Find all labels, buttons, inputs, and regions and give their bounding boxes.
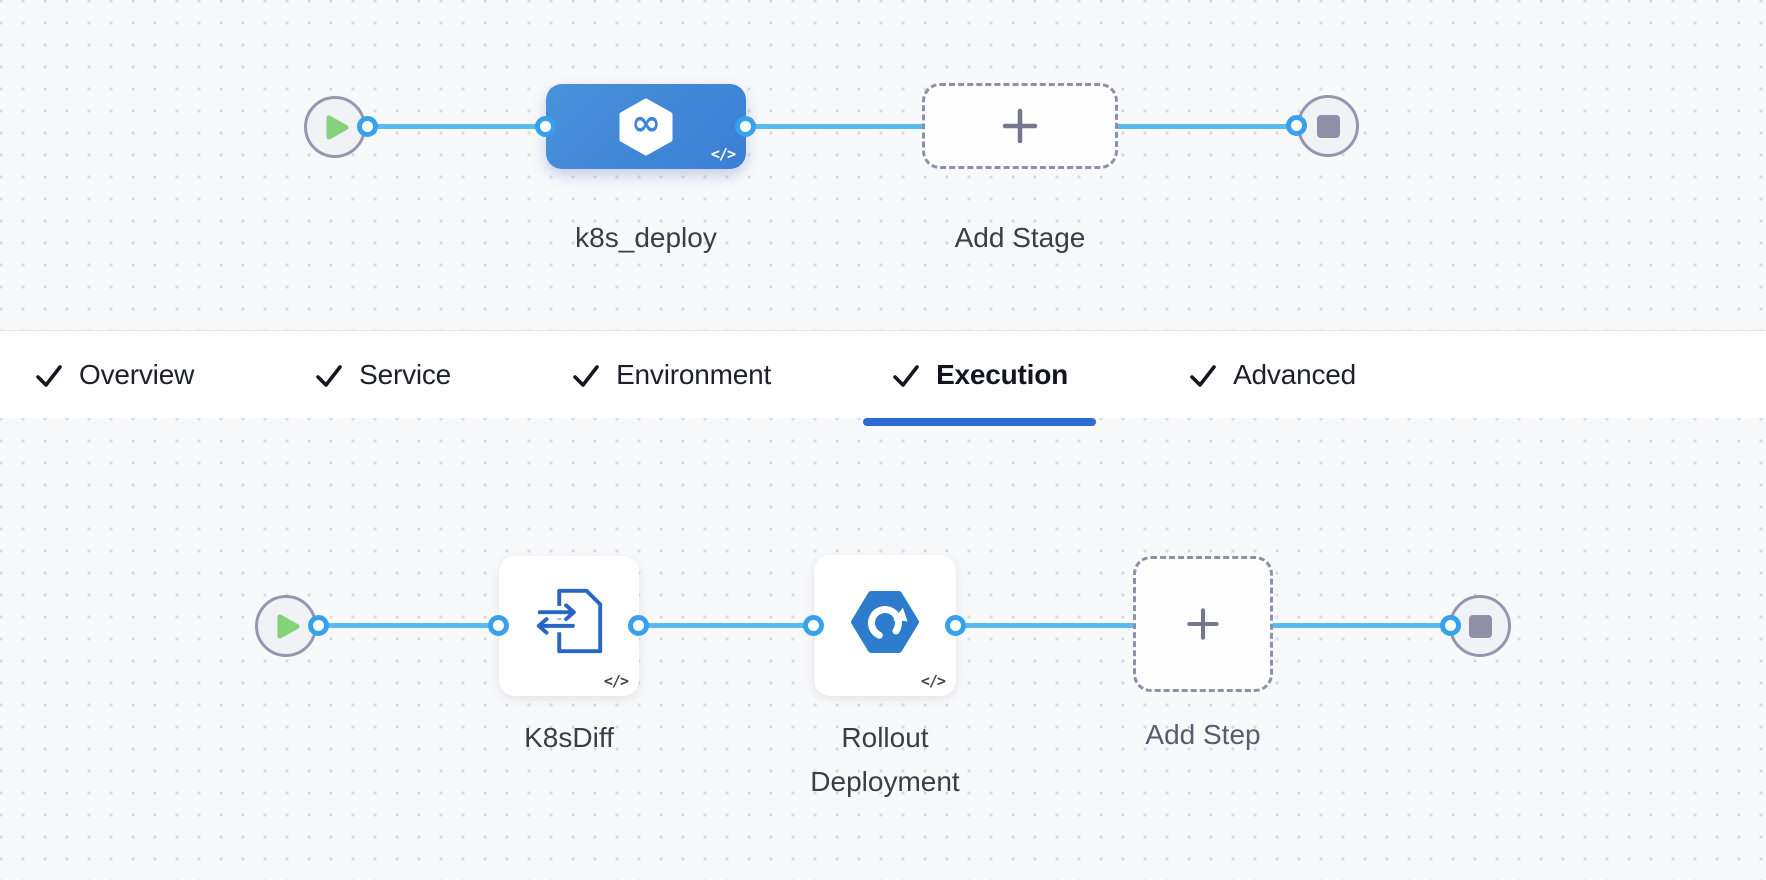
tab-label: Overview <box>79 358 195 390</box>
step-name-label: Rollout Deployment <box>810 722 960 797</box>
tab-overview[interactable]: Overview <box>4 331 224 418</box>
connector-k8sdiff-in[interactable] <box>488 615 509 636</box>
check-icon <box>1190 364 1216 387</box>
rollout-deployment-icon <box>851 590 919 653</box>
stop-icon <box>1316 114 1340 138</box>
step-node-k8sdiff[interactable]: </> <box>499 556 639 696</box>
play-icon <box>277 613 300 639</box>
check-icon <box>893 364 919 387</box>
tab-environment[interactable]: Environment <box>541 331 801 418</box>
step-name-label: K8sDiff <box>524 722 614 753</box>
add-step-button[interactable] <box>1133 556 1273 692</box>
pipeline-start-node[interactable] <box>304 96 366 158</box>
connector-rollout-out[interactable] <box>945 615 966 636</box>
play-icon <box>326 114 349 140</box>
connector-end-in[interactable] <box>1286 115 1307 136</box>
code-icon: </> <box>710 145 736 163</box>
tab-service[interactable]: Service <box>284 331 481 418</box>
stage-config-tabbar: Overview Service Environment Execution A… <box>0 330 1766 426</box>
stage-node-k8s-deploy[interactable]: ∞ </> <box>546 84 746 169</box>
tab-execution[interactable]: Execution <box>861 331 1098 426</box>
stage-name-label: k8s_deploy <box>575 222 717 253</box>
stage-pipeline-edge <box>335 124 1328 129</box>
execution-steps-canvas: </> </> K8sDiff Rollout Deployment Add S… <box>0 418 1766 880</box>
connector-stage-out[interactable] <box>735 116 756 137</box>
connector-stage-in[interactable] <box>535 116 556 137</box>
check-icon <box>316 364 342 387</box>
connector-end-in[interactable] <box>1440 615 1461 636</box>
deploy-stage-hexagon-icon: ∞ <box>618 97 674 157</box>
check-icon <box>573 364 599 387</box>
step-node-rollout-deployment[interactable]: </> <box>814 555 956 696</box>
tab-label: Service <box>359 358 452 390</box>
k8s-diff-icon <box>536 588 603 654</box>
plus-icon <box>1002 108 1038 144</box>
tab-label: Advanced <box>1233 358 1357 390</box>
execution-start-node[interactable] <box>255 595 317 657</box>
add-stage-button[interactable] <box>922 83 1118 169</box>
add-step-label: Add Step <box>1145 719 1261 750</box>
connector-start-out[interactable] <box>308 615 329 636</box>
connector-k8sdiff-out[interactable] <box>628 615 649 636</box>
code-icon: </> <box>920 672 946 690</box>
check-icon <box>36 364 62 387</box>
tab-label: Environment <box>616 358 772 390</box>
plus-icon <box>1187 608 1219 640</box>
active-tab-underline <box>863 418 1097 426</box>
tab-advanced[interactable]: Advanced <box>1158 331 1386 418</box>
code-icon: </> <box>603 672 629 690</box>
stage-pipeline-canvas: ∞ </> k8s_deploy Add Stage <box>0 0 1766 330</box>
stop-icon <box>1468 614 1492 638</box>
connector-rollout-in[interactable] <box>803 615 824 636</box>
tab-label: Execution <box>936 358 1069 390</box>
connector-start-out[interactable] <box>357 116 378 137</box>
add-stage-label: Add Stage <box>954 222 1086 253</box>
